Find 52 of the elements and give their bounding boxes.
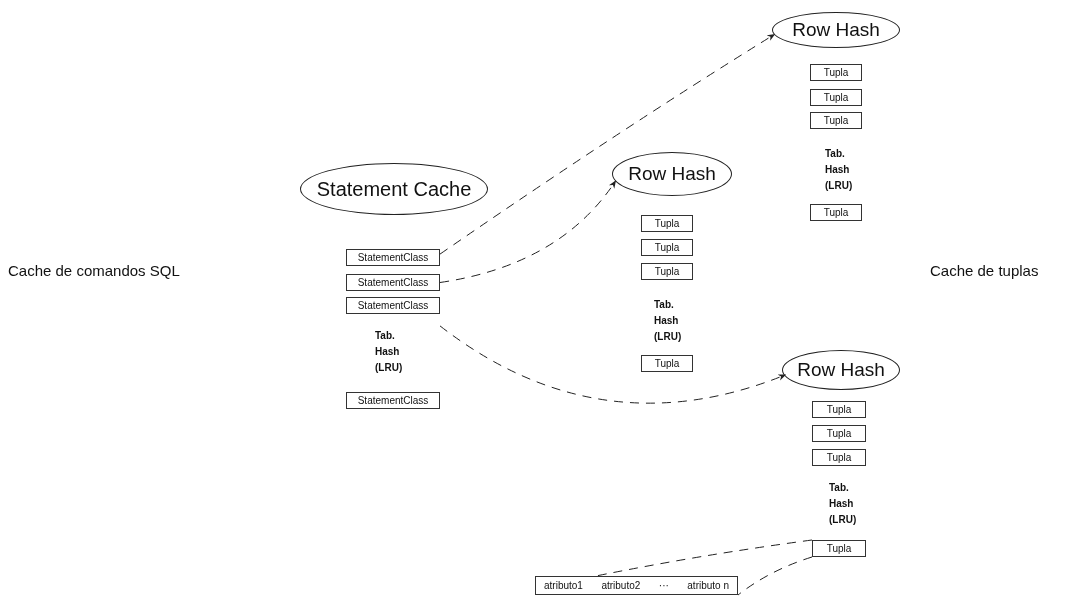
node-text: ···	[658, 580, 669, 591]
record-box	[641, 355, 693, 372]
node-text: Tupla	[826, 452, 852, 463]
record-box	[812, 425, 866, 442]
dashed-line	[595, 539, 813, 577]
node-text: atributo2	[601, 580, 641, 591]
record-box	[641, 239, 693, 256]
node-text: StatementClass	[357, 300, 429, 311]
record-box	[810, 64, 862, 81]
node-text: StatementClass	[357, 277, 429, 288]
record-box	[810, 204, 862, 221]
node-text: Tupla	[826, 404, 852, 415]
node-title: Row Hash	[792, 19, 880, 41]
record-box	[641, 263, 693, 280]
node-title: Statement Cache	[316, 177, 472, 201]
record-box	[812, 449, 866, 466]
record-box	[346, 392, 440, 409]
text-label: Tab. Hash (LRU)	[829, 481, 858, 527]
node-text: StatementClass	[357, 395, 429, 406]
text-label: Tab. Hash (LRU)	[654, 298, 683, 344]
node-text: Tupla	[654, 266, 680, 277]
node-text: Tupla	[654, 242, 680, 253]
node-text: Tupla	[826, 428, 852, 439]
record-box	[810, 89, 862, 106]
node-title: Row Hash	[628, 163, 716, 185]
node-text: Tupla	[823, 115, 849, 126]
dashed-arrow	[439, 33, 776, 255]
node-text: atributo n	[687, 580, 729, 591]
node-text: Tupla	[823, 67, 849, 78]
record-box	[812, 401, 866, 418]
node-text: Tupla	[823, 92, 849, 103]
dashed-line	[737, 556, 813, 596]
node-text: StatementClass	[357, 252, 429, 263]
node-text: Tupla	[654, 358, 680, 369]
node-text: atributo1	[544, 580, 583, 591]
text-label: Cache de tuplas	[930, 262, 1039, 280]
record-box	[346, 249, 440, 266]
record-box	[346, 297, 440, 314]
record-box	[812, 540, 866, 557]
record-box	[641, 215, 693, 232]
record-box	[346, 274, 440, 291]
dashed-arrow	[439, 325, 787, 404]
node-text: Tupla	[654, 218, 680, 229]
text-label: Cache de comandos SQL	[8, 262, 180, 280]
record-box	[810, 112, 862, 129]
node-text: Tupla	[823, 207, 849, 218]
text-label: Tab. Hash (LRU)	[375, 329, 404, 375]
dashed-arrow	[439, 180, 617, 283]
node-text: Tupla	[826, 543, 852, 554]
node-title: Row Hash	[797, 359, 885, 381]
attribute-row	[535, 576, 738, 595]
text-label: Tab. Hash (LRU)	[825, 147, 854, 193]
